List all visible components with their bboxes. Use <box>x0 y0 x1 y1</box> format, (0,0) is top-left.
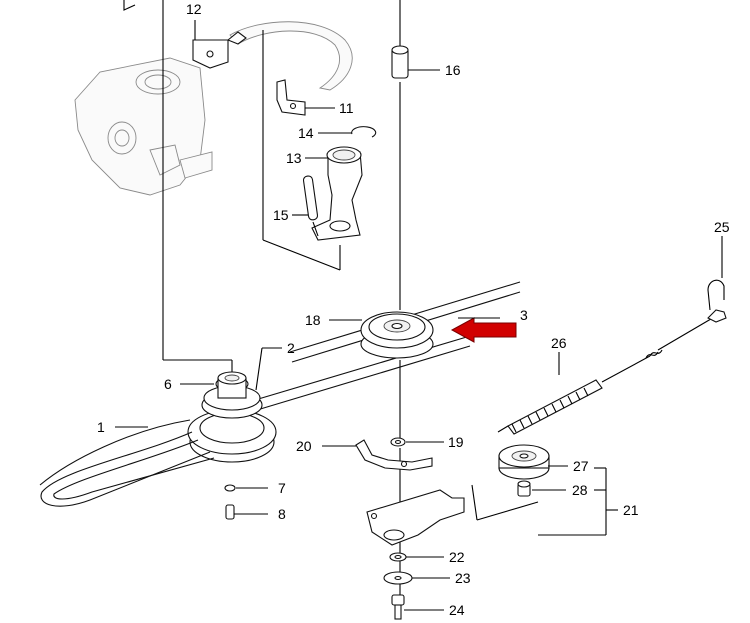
transmission-housing <box>74 57 213 196</box>
callout-21: 21 <box>623 502 639 518</box>
part-28-nut <box>517 480 531 497</box>
callout-14: 14 <box>298 125 314 141</box>
part-15-pin <box>302 175 319 237</box>
part-7-washer <box>224 484 236 492</box>
red-arrow-icon <box>450 317 517 343</box>
callout-22: 22 <box>449 549 465 565</box>
callout-1: 1 <box>97 419 105 435</box>
part-22-washer <box>389 552 407 562</box>
part-8-bolt <box>225 504 235 520</box>
part-14-ring <box>351 126 377 138</box>
callout-27: 27 <box>573 458 589 474</box>
callout-25: 25 <box>714 219 730 235</box>
part-16-bolt <box>391 45 409 79</box>
callout-20: 20 <box>296 438 312 454</box>
part-1-belt <box>39 419 215 507</box>
part-24-bolt <box>391 594 405 620</box>
callout-15: 15 <box>273 207 289 223</box>
part-11-clip <box>276 79 306 116</box>
part-26-spring <box>497 315 717 435</box>
callout-8: 8 <box>278 506 286 522</box>
callout-24: 24 <box>449 602 465 618</box>
callout-12: 12 <box>186 1 202 17</box>
callout-3: 3 <box>520 307 528 323</box>
part-25-hook <box>707 279 727 323</box>
part-12-bracket <box>192 21 353 91</box>
callout-6: 6 <box>164 376 172 392</box>
callout-18: 18 <box>305 312 321 328</box>
callout-13: 13 <box>286 150 302 166</box>
part-6-engine-pulley <box>187 371 277 463</box>
part-23-washer <box>383 571 413 585</box>
callout-23: 23 <box>455 570 471 586</box>
part-19-washer <box>390 437 406 447</box>
callout-26: 26 <box>551 335 567 351</box>
callout-28: 28 <box>572 482 588 498</box>
part-18-idler-pulley <box>360 311 434 359</box>
part-21-bracket <box>366 484 539 546</box>
callout-11: 11 <box>339 100 354 116</box>
callout-16: 16 <box>445 62 461 78</box>
part-20-plate <box>355 439 433 471</box>
part-13-idler-arm <box>311 146 363 270</box>
callout-2: 2 <box>287 340 295 356</box>
callout-19: 19 <box>448 434 464 450</box>
callout-7: 7 <box>278 480 286 496</box>
part-27-pulley <box>498 444 550 480</box>
leader-lines <box>115 20 723 611</box>
